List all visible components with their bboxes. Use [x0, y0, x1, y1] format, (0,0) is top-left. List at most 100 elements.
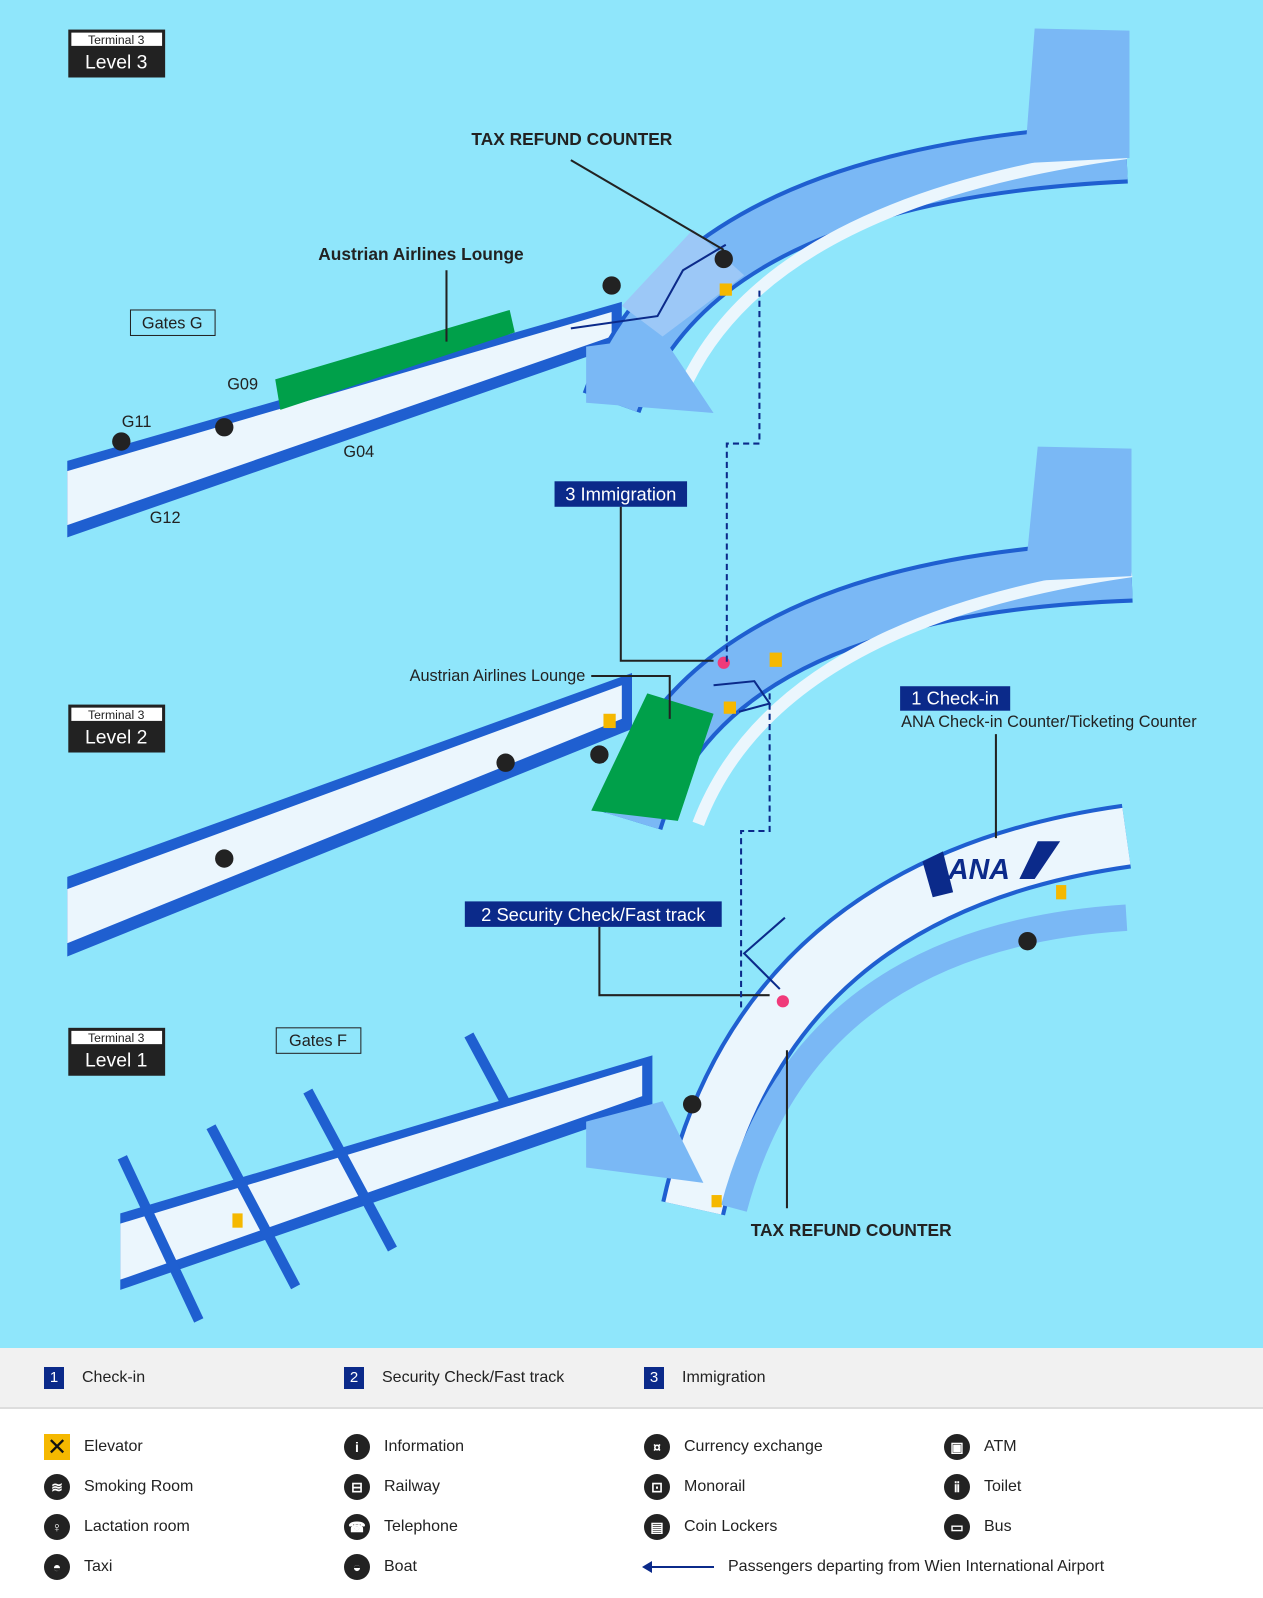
svg-text:Level 3: Level 3	[85, 51, 147, 73]
svg-text:3 Immigration: 3 Immigration	[565, 484, 676, 505]
gate-g04: G04	[343, 443, 374, 461]
boat-icon: ◒	[344, 1554, 370, 1580]
legend-item-label: Smoking Room	[84, 1478, 194, 1495]
svg-text:ANA: ANA	[947, 854, 1010, 886]
coin-lockers-icon: ▤	[644, 1514, 670, 1540]
legend-route-label: Passengers departing from Wien Internati…	[728, 1558, 1105, 1575]
atm-icon	[602, 276, 621, 295]
information-icon: i	[344, 1434, 370, 1460]
legend-item-label: Coin Lockers	[684, 1518, 778, 1535]
gate-g11: G11	[122, 413, 152, 431]
elevator-icon: ✕	[44, 1434, 70, 1461]
immigration-badge	[554, 481, 688, 507]
route-dashed	[725, 290, 761, 663]
svg-text:Level 2: Level 2	[85, 726, 147, 748]
svg-text:Level 1: Level 1	[85, 1050, 147, 1072]
austrian-lounge-area-l2	[591, 693, 714, 821]
terminal-block	[1024, 28, 1130, 164]
austrian-lounge-area-l3	[275, 309, 515, 410]
gates-g-label: Gates G	[142, 314, 203, 332]
legend-item-label: Monorail	[684, 1478, 746, 1495]
railway-icon: ⊟	[344, 1474, 370, 1500]
legend-item: ◒ Boat	[344, 1547, 644, 1587]
legend-item: ▭ Bus	[944, 1507, 1244, 1547]
checkin-sublabel: ANA Check-in Counter/Ticketing Counter	[901, 713, 1197, 731]
legend-item: ◓ Taxi	[44, 1547, 344, 1587]
legend-item-label: ATM	[984, 1438, 1017, 1455]
elevator-icon	[711, 1195, 722, 1208]
telephone-icon: ☎	[344, 1514, 370, 1540]
departure-route-l3	[570, 243, 727, 330]
lactation-room-icon: ♀	[44, 1514, 70, 1540]
legend-item-label: Bus	[984, 1518, 1012, 1535]
legend-item-label: Boat	[384, 1558, 417, 1575]
toilet-icon: ⅱ	[944, 1474, 970, 1500]
monorail-icon: ⊡	[644, 1474, 670, 1500]
legend-item: ≋ Smoking Room	[44, 1467, 344, 1507]
taxi-icon: ◓	[44, 1554, 70, 1580]
toilet-icon	[215, 418, 234, 437]
level-1-floor: ANA	[117, 803, 1131, 1323]
tax-refund-label-l3: TAX REFUND COUNTER	[471, 129, 672, 149]
level-2-badge: Terminal 3 Level 2	[68, 704, 166, 753]
svg-text:Terminal 3: Terminal 3	[88, 1031, 145, 1045]
legend-item: ☎ Telephone	[344, 1507, 644, 1547]
toilet-icon	[215, 849, 234, 868]
elevator-icon	[232, 1213, 243, 1228]
atm-icon	[714, 249, 733, 269]
arrow-left-icon	[642, 1561, 714, 1573]
gate-g09: G09	[227, 376, 258, 394]
legend-item: ▤ Coin Lockers	[644, 1507, 944, 1547]
bus-icon: ▭	[944, 1514, 970, 1540]
smoking-room-icon: ≋	[44, 1474, 70, 1500]
legend-item: ⅱ Toilet	[944, 1467, 1244, 1507]
legend-item-label: Currency exchange	[684, 1438, 823, 1455]
currency-exchange-icon: ¤	[644, 1434, 670, 1460]
svg-text:2 Security Check/Fast track: 2 Security Check/Fast track	[481, 904, 706, 925]
legend-item-label: Lactation room	[84, 1518, 190, 1535]
checkin-badge	[900, 686, 1011, 711]
legend-route: Passengers departing from Wien Internati…	[642, 1547, 1244, 1587]
route-dashed	[740, 693, 771, 1010]
toilet-icon	[112, 432, 131, 451]
legend-item-label: Taxi	[84, 1558, 113, 1575]
legend-item-label: Railway	[384, 1478, 441, 1495]
security-badge	[464, 901, 722, 927]
svg-text:Terminal 3: Terminal 3	[88, 33, 145, 47]
svg-text:1 Check-in: 1 Check-in	[911, 688, 999, 709]
level-3-floor	[67, 28, 1130, 538]
legend-item: ✕ Elevator	[44, 1427, 344, 1467]
legend-item-label: Telephone	[384, 1518, 458, 1535]
atm-icon: ▣	[944, 1434, 970, 1460]
lounge-label-l3: Austrian Airlines Lounge	[318, 244, 524, 264]
legend-item-label: Toilet	[984, 1478, 1022, 1495]
legend-item-label: Elevator	[84, 1438, 143, 1455]
level-1-badge: Terminal 3 Level 1	[68, 1027, 166, 1076]
legend-item: ▣ ATM	[944, 1427, 1244, 1467]
legend-item: ⊡ Monorail	[644, 1467, 944, 1507]
tax-refund-label-l1: TAX REFUND COUNTER	[751, 1220, 952, 1240]
level-2-floor	[67, 446, 1133, 957]
svg-text:Terminal 3: Terminal 3	[88, 708, 145, 722]
toilet-icon	[682, 1095, 702, 1114]
legend-item: ¤ Currency exchange	[644, 1427, 944, 1467]
elevator-icon	[719, 283, 732, 296]
elevator-icon	[603, 713, 616, 729]
gate-g12: G12	[150, 509, 181, 527]
terminal-map: Terminal 3 Level 3 TAX REFUND COUNTER Au…	[0, 0, 1263, 1348]
legend-item: ♀ Lactation room	[44, 1507, 344, 1547]
lounge-label-l2: Austrian Airlines Lounge	[410, 667, 586, 685]
toilet-icon	[590, 745, 609, 764]
security-marker	[776, 995, 789, 1008]
toilet-icon	[496, 753, 515, 772]
level-3-badge: Terminal 3 Level 3	[68, 29, 166, 78]
ana-logo: ANA	[922, 841, 1061, 898]
elevator-icon	[1056, 885, 1067, 900]
gates-f-label: Gates F	[289, 1032, 347, 1050]
elevator-icon	[723, 701, 736, 714]
